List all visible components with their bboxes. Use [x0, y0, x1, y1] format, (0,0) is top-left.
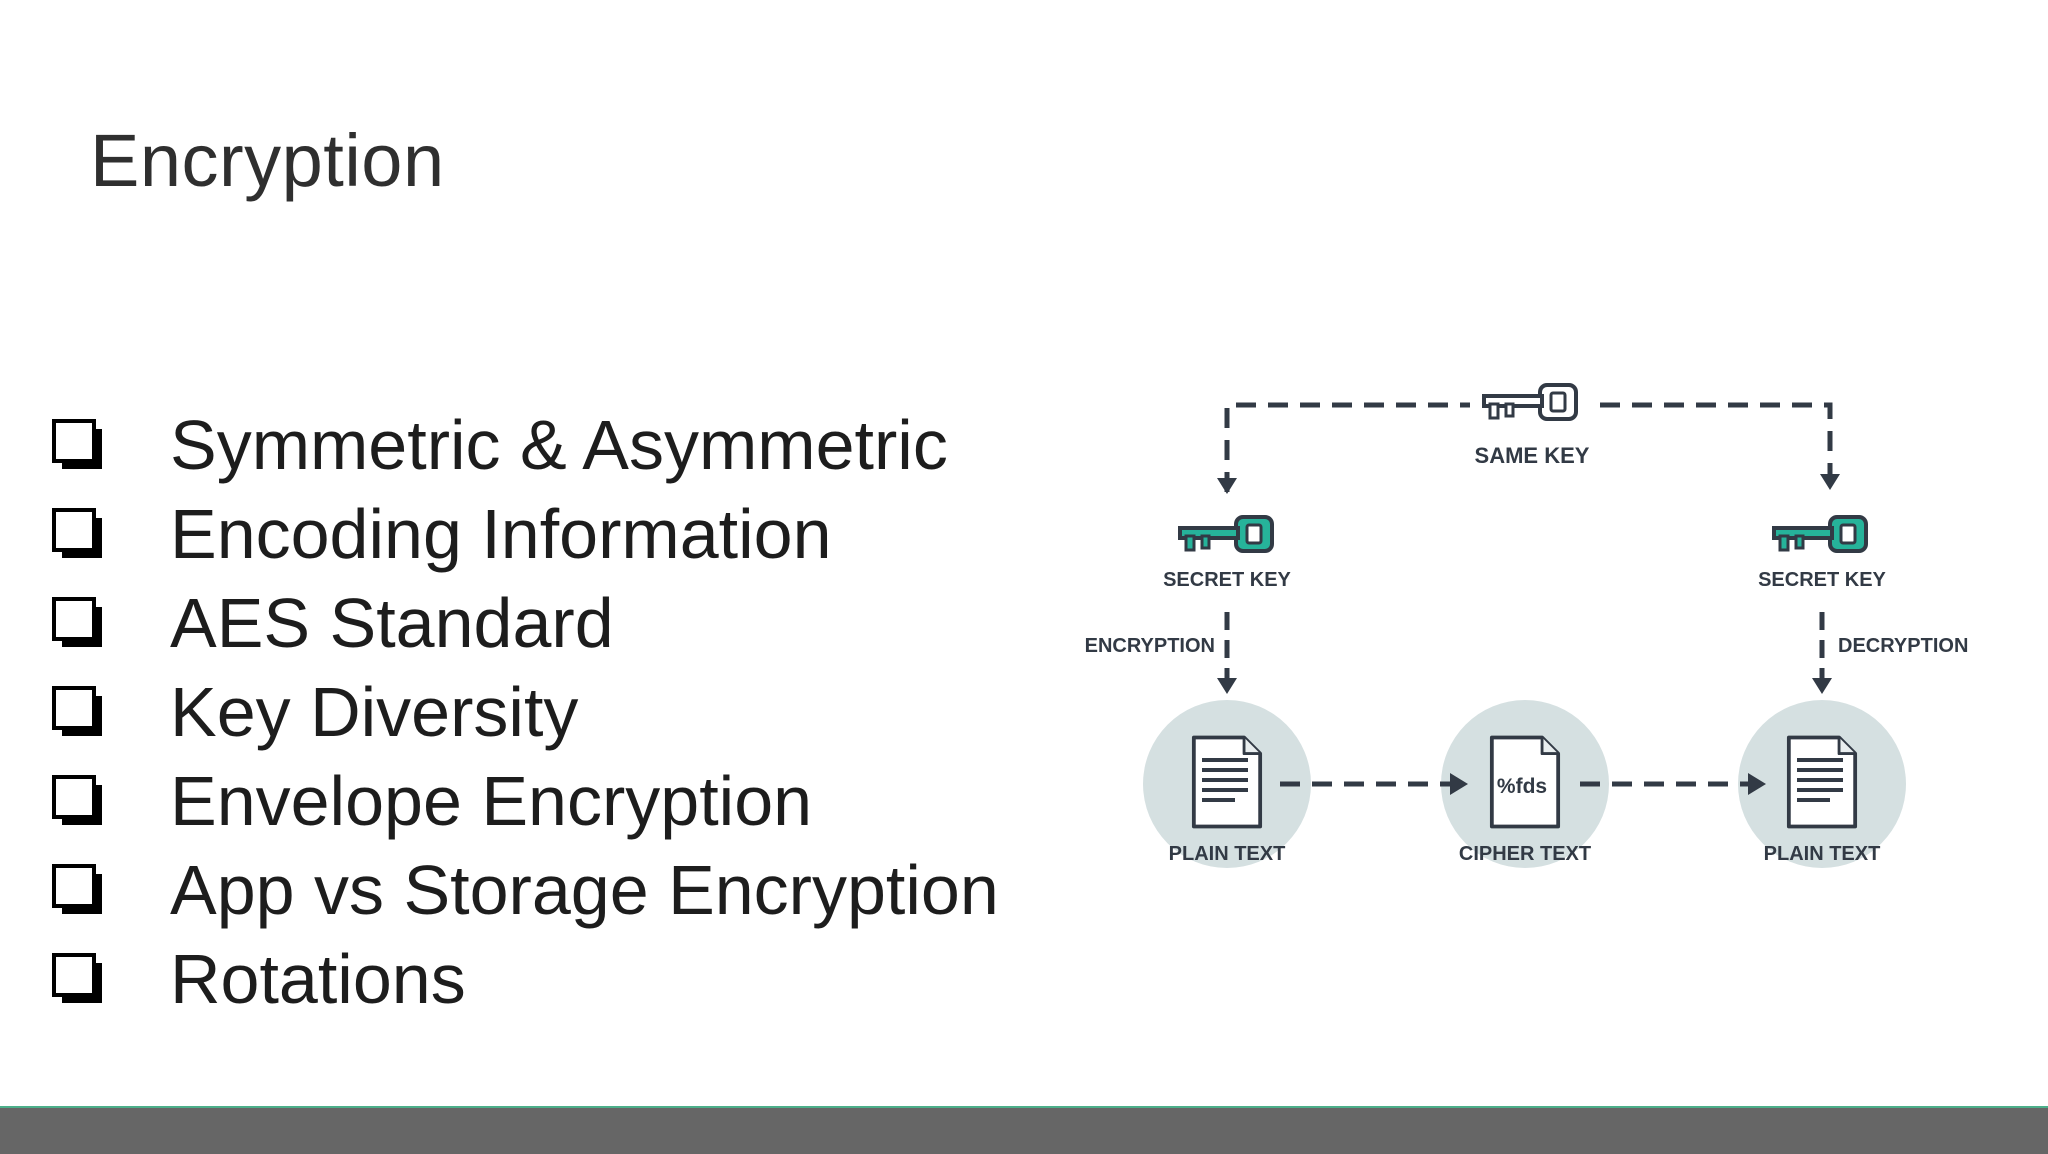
arrow-head	[1748, 773, 1766, 795]
secret-key-left-icon	[1180, 517, 1272, 551]
cipher-text-label: CIPHER TEXT	[1459, 843, 1591, 865]
bullet-text: AES Standard	[170, 583, 614, 662]
decryption-label: DECRYPTION	[1838, 635, 1968, 657]
bullet-text: Envelope Encryption	[170, 761, 813, 840]
plain-text-left-label: PLAIN TEXT	[1169, 843, 1286, 865]
encryption-label: ENCRYPTION	[1085, 635, 1215, 657]
list-item: App vs Storage Encryption	[52, 845, 999, 934]
same-key-icon	[1484, 385, 1576, 419]
bullet-text: App vs Storage Encryption	[170, 850, 999, 929]
document-lines	[1202, 758, 1248, 802]
arrow-head	[1820, 474, 1840, 490]
arrow-head	[1217, 478, 1237, 494]
arrow-head	[1812, 678, 1832, 694]
checkbox-icon	[52, 863, 104, 916]
secret-key-right-label: SECRET KEY	[1758, 569, 1886, 591]
list-item: Key Diversity	[52, 667, 999, 756]
list-item: AES Standard	[52, 578, 999, 667]
list-item: Encoding Information	[52, 489, 999, 578]
symmetric-encryption-diagram: SAME KEY SECRET KEY SECRET KEY ENCRYPTIO…	[1085, 360, 1968, 868]
plain-text-right-label: PLAIN TEXT	[1764, 843, 1881, 865]
arrow-head	[1450, 773, 1468, 795]
secret-key-left-label: SECRET KEY	[1163, 569, 1291, 591]
checkbox-icon	[52, 507, 104, 560]
bullet-text: Rotations	[170, 939, 466, 1018]
arrow-head	[1217, 678, 1237, 694]
document-lines	[1797, 758, 1843, 802]
footer-bar	[0, 1106, 2048, 1154]
list-item: Symmetric & Asymmetric	[52, 400, 999, 489]
slide-title: Encryption	[90, 119, 445, 202]
bullet-list: Symmetric & Asymmetric Encoding Informat…	[52, 400, 999, 1023]
same-key-label: SAME KEY	[1475, 443, 1590, 468]
cipher-doc-text: %fds	[1497, 775, 1547, 798]
checkbox-icon	[52, 952, 104, 1005]
bullet-text: Symmetric & Asymmetric	[170, 405, 948, 484]
checkbox-icon	[52, 774, 104, 827]
list-item: Rotations	[52, 934, 999, 1023]
list-item: Envelope Encryption	[52, 756, 999, 845]
secret-key-right-icon	[1774, 517, 1866, 551]
checkbox-icon	[52, 596, 104, 649]
bullet-text: Key Diversity	[170, 672, 579, 751]
checkbox-icon	[52, 685, 104, 738]
checkbox-icon	[52, 418, 104, 471]
bullet-text: Encoding Information	[170, 494, 832, 573]
